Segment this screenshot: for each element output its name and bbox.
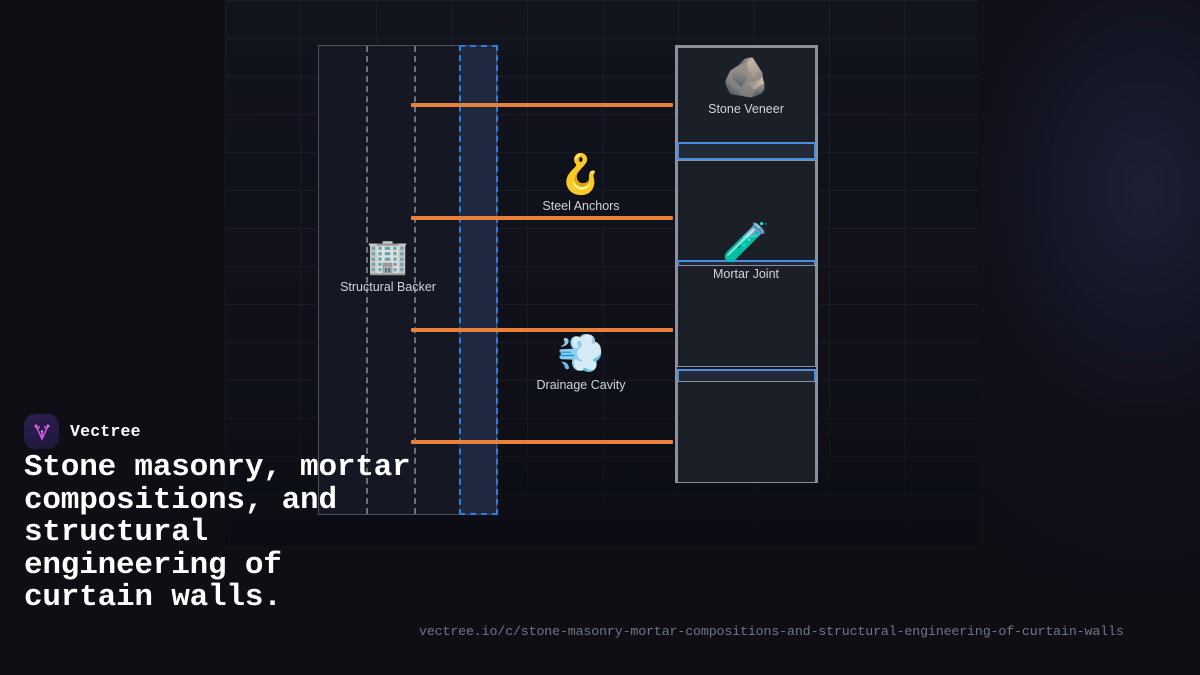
veneer-course-2 <box>677 160 816 265</box>
mortar-band-1 <box>677 142 816 160</box>
brand-name: Vectree <box>70 422 141 441</box>
node-structural-backer-label: Structural Backer <box>340 280 436 294</box>
node-stone-veneer-label: Stone Veneer <box>708 102 784 116</box>
test-tube-icon: 🧪 <box>722 220 770 264</box>
drainage-cavity-zone[interactable] <box>459 45 498 515</box>
node-mortar-joint[interactable]: 🧪 Mortar Joint <box>676 223 816 281</box>
background-glow <box>977 0 1200 675</box>
node-drainage-cavity-label: Drainage Cavity <box>536 378 626 392</box>
wall-layer-divider-2 <box>414 46 416 514</box>
source-url: vectree.io/c/stone-masonry-mortar-compos… <box>419 624 1124 639</box>
anchor-line-4 <box>411 440 673 444</box>
veneer-course-1 <box>677 47 816 144</box>
brand-row: Vectree <box>24 414 141 449</box>
anchor-line-2 <box>411 216 673 220</box>
node-drainage-cavity[interactable]: 💨 Drainage Cavity <box>511 334 651 392</box>
node-mortar-joint-label: Mortar Joint <box>713 267 779 281</box>
hook-icon: 🪝 <box>557 152 605 196</box>
vectree-tree-logo-icon <box>24 414 59 449</box>
page-title: Stone masonry, mortar compositions, and … <box>24 450 411 615</box>
node-steel-anchors[interactable]: 🪝 Steel Anchors <box>511 155 651 213</box>
stone-veneer-stack[interactable] <box>675 45 818 483</box>
wall-layer-divider-1 <box>366 46 368 514</box>
veneer-course-4 <box>677 381 816 483</box>
veneer-course-3 <box>677 265 816 367</box>
office-building-icon: 🏢 <box>366 237 410 277</box>
anchor-line-3 <box>411 328 673 332</box>
node-structural-backer[interactable]: 🏢 Structural Backer <box>318 240 458 294</box>
rock-icon: 🪨 <box>722 55 770 99</box>
anchor-line-1 <box>411 103 673 107</box>
node-steel-anchors-label: Steel Anchors <box>542 199 620 213</box>
dashing-away-icon: 💨 <box>557 331 605 375</box>
node-stone-veneer[interactable]: 🪨 Stone Veneer <box>676 58 816 116</box>
